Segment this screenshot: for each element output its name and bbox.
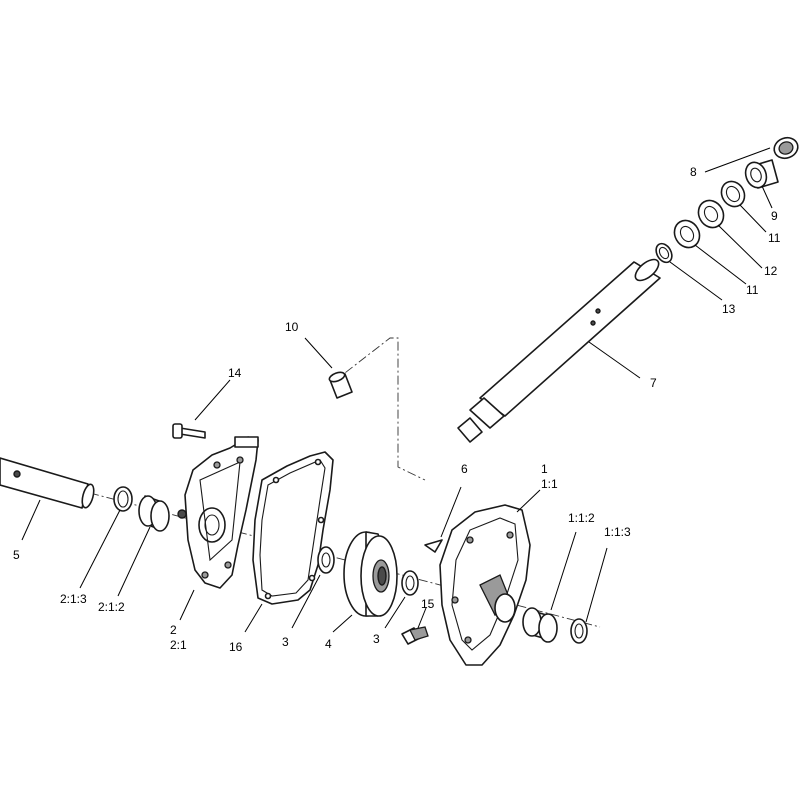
callout-1-1-2: 1:1:2 <box>568 511 595 525</box>
part-11-washer-upper <box>720 180 746 208</box>
callout-12: 12 <box>764 264 778 278</box>
part-15-fitting <box>401 626 429 645</box>
callout-16: 16 <box>229 640 243 654</box>
part-3-washer-left <box>317 546 335 574</box>
callout-2-1: 2:1 <box>170 638 187 652</box>
part-8-seal <box>773 136 799 160</box>
callout-10: 10 <box>285 320 299 334</box>
part-6-key <box>424 539 443 553</box>
callout-11-upper: 11 <box>768 231 781 245</box>
part-1-1-3-ring <box>570 618 588 644</box>
callout-2-1-2: 2:1:2 <box>98 600 125 614</box>
part-11-washer-lower <box>673 219 701 249</box>
part-1-1-2-bushing <box>522 607 558 643</box>
callout-13: 13 <box>722 302 736 316</box>
callout-5: 5 <box>13 548 20 562</box>
callout-4: 4 <box>325 637 332 651</box>
part-3-washer-right <box>401 570 419 596</box>
part-13-ring <box>655 242 673 264</box>
part-2-1-2-bushing <box>138 495 170 532</box>
callout-2-1-3: 2:1:3 <box>60 592 87 606</box>
part-7-shaft <box>457 258 661 443</box>
callout-2: 2 <box>170 623 177 637</box>
part-5-pin <box>0 457 95 509</box>
callout-6: 6 <box>461 462 468 476</box>
part-9-bushing <box>744 159 779 189</box>
part-4-pulley <box>343 531 398 617</box>
part-10-sleeve <box>328 371 353 399</box>
leader-lines <box>21 147 773 633</box>
callout-3-right: 3 <box>373 632 380 646</box>
part-14-bolt <box>172 423 206 439</box>
callout-1: 1 <box>541 462 548 476</box>
callout-1-1-3: 1:1:3 <box>604 525 631 539</box>
part-1-housing <box>439 504 531 666</box>
part-2-1-3-ring <box>113 486 133 512</box>
callout-3-left: 3 <box>282 635 289 649</box>
callout-8: 8 <box>690 165 697 179</box>
callout-1-1: 1:1 <box>541 477 558 491</box>
part-12-washer <box>697 199 725 229</box>
callout-9: 9 <box>771 209 778 223</box>
callout-11-lower: 11 <box>746 283 759 297</box>
part-16-gasket <box>252 451 334 605</box>
part-2-housing <box>177 436 259 589</box>
callout-15: 15 <box>421 597 435 611</box>
callout-7: 7 <box>650 376 657 390</box>
callout-labels: 1 1:1 1:1:2 1:1:3 2 2:1 2:1:2 2:1:3 3 3 … <box>13 165 781 654</box>
callout-14: 14 <box>228 366 242 380</box>
